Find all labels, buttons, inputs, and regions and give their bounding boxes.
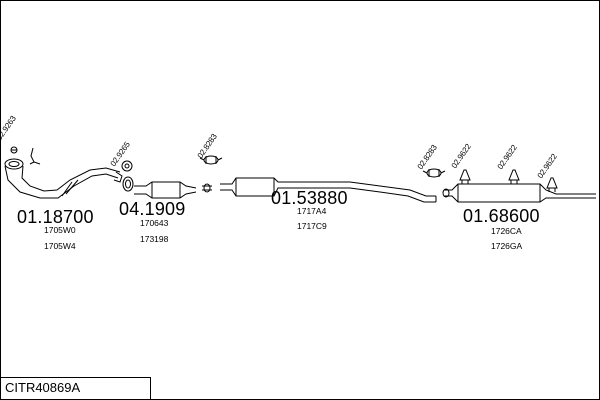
part-ref-rear-silencer-2: 1726GA <box>491 241 523 251</box>
gasket-9265 <box>121 160 133 172</box>
hanger-9622-b <box>508 169 520 184</box>
title-box <box>0 377 151 399</box>
part-ref-front-pipe-1: 1705W0 <box>44 225 76 235</box>
part-number-front-pipe: 01.18700 <box>17 207 94 227</box>
part-ref-front-pipe-2: 1705W4 <box>44 241 76 251</box>
bracket-8283-b <box>422 168 446 178</box>
part-number-catalytic-converter: 04.1909 <box>119 199 186 219</box>
rear-silencer-part <box>442 183 596 203</box>
part-number-middle-silencer: 01.53880 <box>271 188 348 208</box>
part-number-rear-silencer: 01.68600 <box>463 206 540 226</box>
bracket-8283-a <box>199 155 223 165</box>
part-ref-middle-silencer-1: 1717A4 <box>297 206 327 216</box>
part-ref-catalytic-converter-1: 170643 <box>140 218 169 228</box>
front-pipe-part <box>4 158 123 199</box>
hanger-9622-c <box>546 177 558 192</box>
part-ref-middle-silencer-2: 1717C9 <box>297 221 327 231</box>
catalytic-converter-part <box>122 176 197 199</box>
clamp-9263 <box>10 146 41 165</box>
part-ref-rear-silencer-1: 1726CA <box>491 226 522 236</box>
hanger-9622-a <box>459 169 471 184</box>
diagram-title: CITR40869A <box>5 380 81 395</box>
part-ref-catalytic-converter-2: 173198 <box>140 234 169 244</box>
middle-silencer-part <box>202 177 437 203</box>
